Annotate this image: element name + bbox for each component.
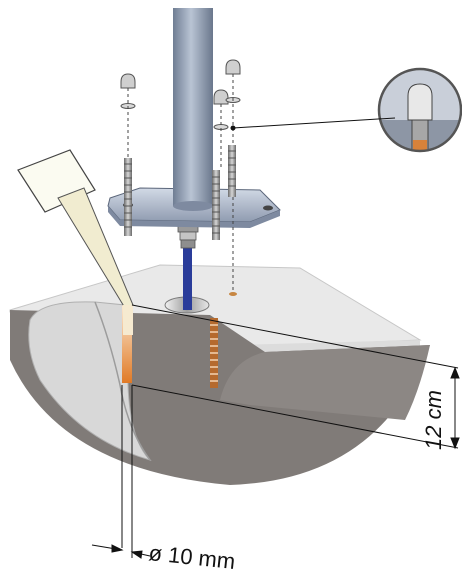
depth-label: 12 cm: [421, 390, 446, 450]
dispenser-nozzle-icon: [17, 149, 134, 335]
anchor-hole-right: [229, 292, 237, 296]
anchor-glow-left: [122, 305, 132, 383]
detail-leader-line: [232, 117, 396, 129]
depth-dimension: [131, 304, 460, 450]
cutaway-right-wedge: [220, 345, 430, 420]
diameter-dimension: [91, 385, 151, 559]
threaded-rod-icon: [124, 145, 236, 240]
nut-icon: [120, 59, 241, 105]
pole-base: [173, 201, 213, 211]
cable: [183, 245, 192, 310]
ground-block: [9, 264, 430, 485]
magnifier-detail-icon: [377, 67, 462, 153]
drilled-bore-shadow: [94, 301, 151, 461]
embedded-rod-thread: [210, 324, 218, 382]
detail-leader-dot: [230, 125, 236, 131]
alignment-guides: [127, 74, 234, 290]
diameter-label: ø 10 mm: [147, 540, 236, 574]
pole: [173, 8, 213, 206]
